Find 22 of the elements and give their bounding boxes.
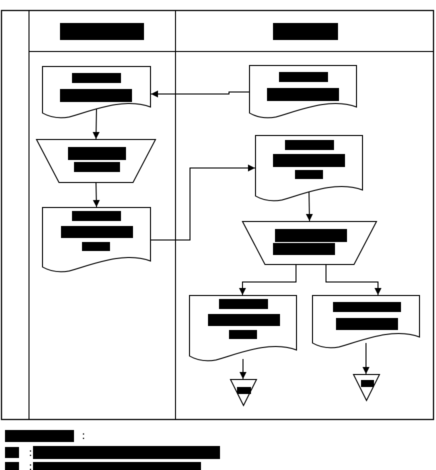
document-shape	[249, 65, 357, 119]
manual-operation-shape	[36, 139, 156, 183]
arrow	[326, 264, 382, 296]
arrow	[92, 108, 100, 140]
arrow	[150, 90, 250, 98]
legend-colon: ：	[25, 447, 36, 459]
document-shape	[189, 295, 297, 362]
arrow	[239, 264, 296, 296]
arrow	[240, 358, 246, 380]
arrow	[92, 182, 100, 208]
legend-colon: ：	[25, 461, 36, 470]
legend-colon: ：	[78, 430, 89, 442]
document-shape	[255, 135, 363, 202]
offline-storage-triangle	[353, 374, 380, 401]
document-shape	[42, 207, 151, 273]
arrow	[306, 192, 313, 222]
arrow	[150, 164, 256, 240]
document-shape	[42, 66, 151, 119]
manual-operation-shape	[242, 221, 377, 265]
offline-storage-triangle	[230, 379, 257, 406]
arrow	[362, 342, 370, 374]
document-shape	[312, 295, 420, 349]
